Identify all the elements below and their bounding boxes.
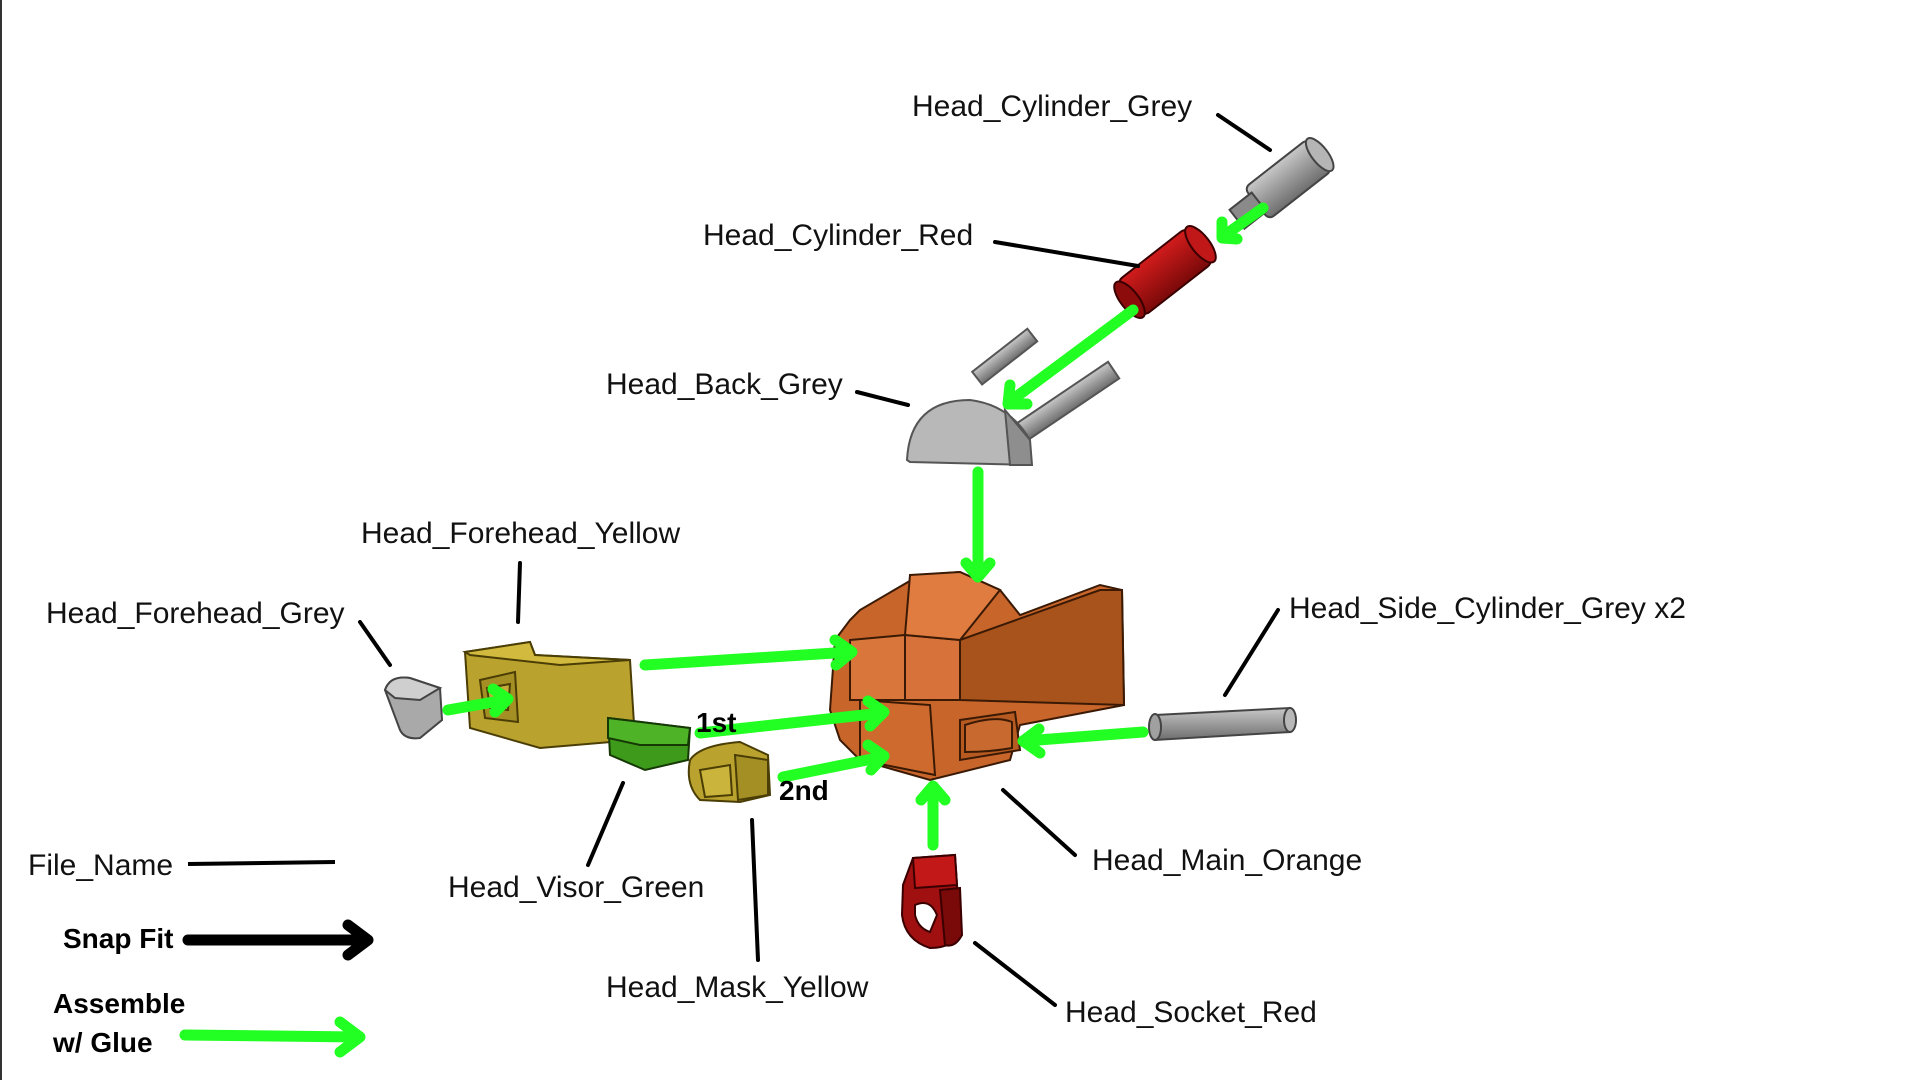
arrow-side-cylinder-to-main: [1017, 723, 1149, 759]
arrow-forehead-grey-to-yellow: [442, 683, 514, 718]
label-back-grey: Head_Back_Grey: [606, 368, 843, 401]
arrow-visor-to-main: [694, 695, 890, 739]
arrow-mask-to-main: [777, 739, 890, 783]
part-forehead-yellow: [462, 640, 637, 750]
label-cylinder-red: Head_Cylinder_Red: [703, 219, 973, 252]
label-mask-yellow: Head_Mask_Yellow: [606, 971, 869, 1004]
part-visor-green: [606, 716, 692, 772]
label-cylinder-grey: Head_Cylinder_Grey: [912, 90, 1192, 123]
frame-left-border: [0, 0, 2, 1080]
arrow-socket-to-main: [915, 780, 951, 851]
step-second-label: 2nd: [779, 775, 829, 806]
label-side-cylinder-grey: Head_Side_Cylinder_Grey x2: [1289, 592, 1686, 625]
part-socket-red: [900, 853, 964, 950]
arrow-forehead-yellow-to-main: [639, 634, 858, 671]
part-mask-yellow: [687, 740, 772, 804]
part-back-grey: [905, 327, 1121, 467]
legend: File_Name Snap Fit Assemble w/ Glue: [28, 849, 374, 1058]
part-forehead-grey: [383, 676, 444, 740]
leader-lines: [358, 113, 1280, 1007]
label-visor-green: Head_Visor_Green: [448, 871, 704, 904]
glue-arrows: [442, 202, 1269, 851]
legend-file-name-line: [187, 860, 336, 866]
legend-file-name-label: File_Name: [28, 849, 173, 882]
legend-glue-arrow: [179, 1016, 366, 1058]
step-first-label: 1st: [696, 707, 736, 738]
legend-glue-label-line1: Assemble: [53, 988, 185, 1019]
legend-snap-fit-arrow: [182, 919, 374, 961]
part-side-cylinder-grey: [1148, 706, 1297, 742]
legend-snap-fit-label: Snap Fit: [63, 923, 173, 954]
arrow-back-to-main: [960, 466, 996, 583]
label-forehead-grey: Head_Forehead_Grey: [46, 597, 345, 630]
part-cylinder-red: [1113, 225, 1217, 319]
label-main-orange: Head_Main_Orange: [1092, 844, 1362, 877]
label-socket-red: Head_Socket_Red: [1065, 996, 1317, 1029]
arrow-cylinder-grey-to-red: [1216, 202, 1269, 245]
label-forehead-yellow: Head_Forehead_Yellow: [361, 517, 680, 550]
legend-glue-label-line2: w/ Glue: [52, 1027, 153, 1058]
part-main-orange: [828, 570, 1126, 782]
arrow-red-to-back: [1002, 304, 1139, 410]
